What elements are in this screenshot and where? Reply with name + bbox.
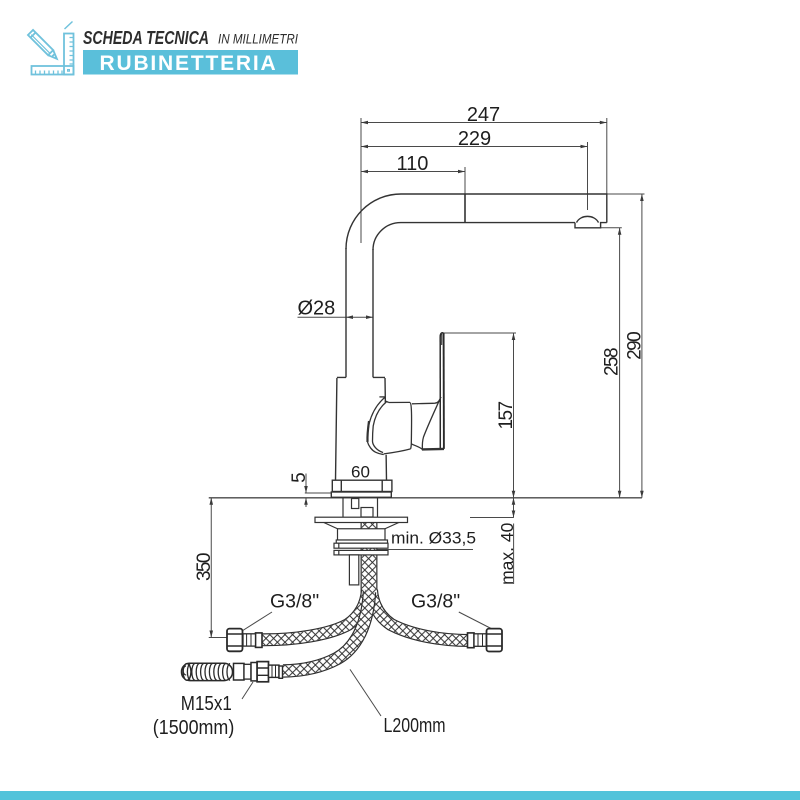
svg-text:229: 229 <box>458 128 491 150</box>
svg-text:5: 5 <box>289 472 310 483</box>
svg-text:L200mm: L200mm <box>384 715 446 737</box>
svg-text:60: 60 <box>351 463 370 482</box>
svg-text:min. Ø33,5: min. Ø33,5 <box>391 529 476 548</box>
svg-text:110: 110 <box>397 153 429 175</box>
svg-text:RUBINETTERIA: RUBINETTERIA <box>100 52 278 75</box>
svg-text:Ø28: Ø28 <box>298 298 336 320</box>
svg-text:G3/8": G3/8" <box>411 591 460 613</box>
svg-text:IN MILLIMETRI: IN MILLIMETRI <box>218 32 298 47</box>
svg-text:G3/8": G3/8" <box>270 591 319 613</box>
svg-text:M15x1: M15x1 <box>181 693 232 715</box>
svg-text:max. 40: max. 40 <box>497 522 517 585</box>
svg-text:290: 290 <box>625 332 646 360</box>
svg-text:SCHEDA TECNICA: SCHEDA TECNICA <box>83 28 209 48</box>
svg-text:(1500mm): (1500mm) <box>153 717 235 739</box>
svg-text:157: 157 <box>496 402 517 430</box>
svg-text:350: 350 <box>194 553 215 581</box>
svg-text:247: 247 <box>467 104 500 126</box>
svg-text:258: 258 <box>602 348 623 376</box>
